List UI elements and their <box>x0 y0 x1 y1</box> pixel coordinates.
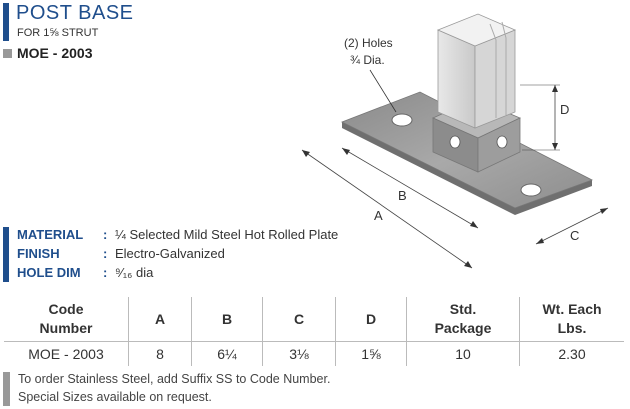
dim-d-label: D <box>560 102 569 117</box>
spec-value: Electro-Galvanized <box>115 246 225 261</box>
spec-value: ¼ Selected Mild Steel Hot Rolled Plate <box>115 227 339 242</box>
cell-d: 1⅝ <box>335 341 407 366</box>
cell-weight: 2.30 <box>519 341 624 366</box>
strut-slot <box>489 23 497 118</box>
notes-accent-bar <box>3 372 10 406</box>
cell-b: 6¼ <box>191 341 263 366</box>
product-subtitle: FOR 1⅝ STRUT <box>17 27 99 39</box>
cell-std-package: 10 <box>406 341 520 366</box>
col-b: B <box>191 297 263 342</box>
holes-dia-label: ¾ Dia. <box>350 53 385 67</box>
note-special-sizes: Special Sizes available on request. <box>18 390 212 404</box>
model-number: MOE - 2003 <box>17 45 93 61</box>
model-marker <box>3 49 12 58</box>
table-row: MOE - 2003 8 6¼ 3⅛ 1⅝ 10 2.30 <box>4 341 624 366</box>
col-std-package: Std.Package <box>406 297 520 342</box>
spec-value: ⁹⁄₁₆ dia <box>115 265 154 280</box>
plate-hole-right <box>520 183 542 197</box>
note-stainless: To order Stainless Steel, add Suffix SS … <box>18 372 331 386</box>
title-accent-bar <box>3 3 9 41</box>
product-title: POST BASE <box>16 2 134 24</box>
strut-right-face <box>474 29 516 129</box>
specs-accent-bar <box>3 227 9 282</box>
strut-top <box>436 13 517 47</box>
holes-label: (2) Holes <box>344 36 393 50</box>
plate-hole-left <box>391 113 413 127</box>
socket-bolt-hole-right <box>496 135 508 149</box>
dim-b-label: B <box>398 188 407 203</box>
cell-c: 3⅛ <box>262 341 336 366</box>
dim-c-label: C <box>570 228 579 243</box>
spec-label: FINISH <box>17 246 60 261</box>
socket-bolt-hole-left <box>449 135 461 149</box>
cell-code: MOE - 2003 <box>28 346 104 362</box>
spec-label: HOLE DIM <box>17 265 81 280</box>
dim-a-label: A <box>374 208 383 223</box>
strut-left-face <box>437 29 476 129</box>
cell-a: 8 <box>128 341 192 366</box>
col-a: A <box>128 297 192 342</box>
spec-label: MATERIAL <box>17 227 84 242</box>
col-d: D <box>335 297 407 342</box>
col-c: C <box>262 297 336 342</box>
post-base-illustration: (2) Holes ¾ Dia. D B A C <box>301 13 609 269</box>
